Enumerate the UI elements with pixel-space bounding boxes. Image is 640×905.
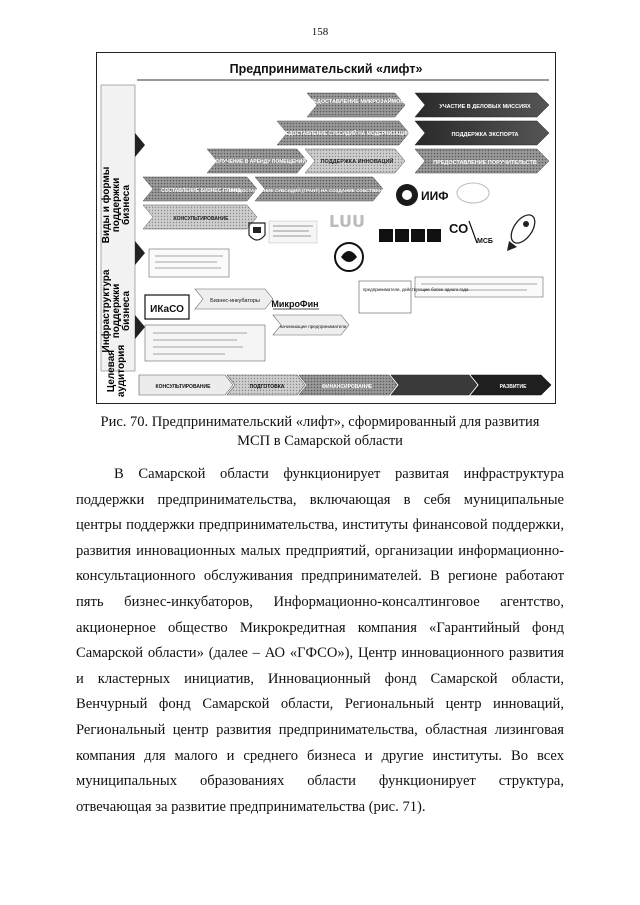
body-text: В Самарской области функционирует развит… — [76, 462, 564, 820]
arrow-premises-rent — [206, 148, 308, 174]
svg-text:Инфраструктура: Инфраструктура — [100, 269, 112, 352]
arrow-beginners — [272, 314, 350, 336]
faint-uu-logo: ᒪᑌᑌ — [329, 214, 365, 231]
caption-line-2: МСП в Самарской области — [237, 433, 403, 449]
arrow-business-plan — [142, 176, 258, 202]
arrow-microloans — [306, 92, 406, 118]
coat-of-arms-caption-box — [268, 220, 318, 244]
bottom-stage-3-label: ФИНАНСИРОВАНИЕ — [322, 384, 373, 390]
iif-logo-text: ИИФ — [421, 189, 449, 203]
innovation-center-logo-mark — [341, 251, 357, 262]
coat-of-arms-icon — [248, 222, 266, 241]
arrow-startup-grant — [254, 176, 384, 202]
page-number: 158 — [311, 26, 329, 38]
svg-text:Целевая: Целевая — [106, 350, 117, 392]
figure-title: Предпринимательский «лифт» — [230, 62, 423, 76]
arrow-modernization-label: ПРЕДОСТАВЛЕНИЕ СУБСИДИЙ НА МОДЕРНИЗАЦИЮ — [279, 129, 412, 137]
bottom-stage-2-label: ПОДГОТОВКА — [250, 384, 285, 390]
arrow-guarantees-label: ПРЕДОСТАВЛЕНИЕ ПОРУЧИТЕЛЬСТВ — [433, 160, 537, 166]
svg-text:поддержки: поддержки — [111, 284, 122, 339]
arrow-innovation-support-label: ПОДДЕРЖКА ИННОВАЦИЙ — [321, 157, 394, 165]
arrow-guarantees — [414, 148, 550, 174]
svg-text:Виды и формы: Виды и формы — [100, 167, 112, 244]
arrow-premises-rent-label: ПОЛУЧЕНИЕ В АРЕНДУ ПОМЕЩЕНИЙ — [212, 157, 306, 165]
side-label-support-types: Виды и формы поддержки бизнеса — [100, 167, 132, 244]
box-experienced-label: предприниматели, действующие более одног… — [363, 287, 469, 292]
audience-box — [144, 324, 266, 362]
bottom-stage-3 — [298, 374, 398, 396]
side-arrow-3 — [135, 315, 145, 339]
arrow-innovation-support — [304, 148, 406, 174]
side-label-infrastructure: Инфраструктура поддержки бизнеса — [100, 269, 132, 352]
bottom-stage-1 — [138, 374, 234, 396]
arrow-business-plan-label: СОСТАВЛЕНИЕ БИЗНЕС-ПЛАНА — [161, 188, 241, 194]
info-box-municipal — [148, 248, 230, 278]
arrow-modernization — [276, 120, 410, 146]
arrow-incubators-label: Бизнес-инкубаторы — [210, 298, 260, 304]
bottom-stage-5 — [470, 374, 552, 396]
side-arrow-1 — [135, 133, 145, 157]
arrow-microloans-label: ПРЕДОСТАВЛЕНИЕ МИКРОЗАЙМОВ — [306, 97, 405, 105]
bottom-stage-5-label: РАЗВИТИЕ — [500, 384, 527, 390]
figure-entrepreneurial-lift: Предпринимательский «лифт» Виды и формы … — [96, 52, 556, 404]
side-label-target-audience: Целевая аудитория — [106, 345, 127, 397]
svg-text:бизнеса: бизнеса — [120, 185, 132, 225]
arrow-export-support — [414, 120, 550, 146]
so-logo-slash — [468, 220, 478, 244]
ikaso-logo-frame — [144, 294, 190, 320]
side-column — [100, 84, 136, 372]
msb-logo-text: МСБ — [477, 238, 493, 245]
arrow-business-missions — [414, 92, 550, 118]
rocket-icon — [507, 214, 536, 251]
svg-text:аудитория: аудитория — [116, 345, 127, 397]
arrow-business-missions-label: УЧАСТИЕ В ДЕЛОВЫХ МИССИЯХ — [439, 104, 531, 110]
arrow-beginners-label: начинающие предприниматели — [280, 324, 347, 329]
figure-caption: Рис. 70. Предпринимательский «лифт», сфо… — [60, 413, 580, 451]
so-logo-text: СО — [449, 221, 468, 236]
bottom-stage-4 — [390, 374, 478, 396]
arrow-startup-grant-label: ПРЕДОСТАВЛЕНИЕ СУБСИДИЙ (ГРАНТ) НА СОЗДА… — [229, 186, 410, 193]
mikrofin-logo-text: МикроФин — [271, 299, 318, 309]
svg-text:бизнеса: бизнеса — [120, 291, 132, 331]
caption-line-1: Рис. 70. Предпринимательский «лифт», сфо… — [100, 414, 540, 430]
diagram-canvas: Предпринимательский «лифт» Виды и формы … — [100, 62, 552, 397]
info-box-support — [414, 276, 544, 298]
arrow-consulting-label: КОНСУЛЬТИРОВАНИЕ — [174, 216, 230, 222]
box-experienced — [358, 280, 412, 314]
body-paragraph: В Самарской области функционирует развит… — [76, 466, 564, 815]
bottom-stage-1-label: КОНСУЛЬТИРОВАНИЕ — [156, 384, 212, 390]
faint-logo — [456, 182, 490, 204]
arrow-export-support-label: ПОДДЕРЖКА ЭКСПОРТА — [451, 132, 518, 138]
gfso-logo — [379, 229, 441, 242]
svg-text:поддержки: поддержки — [111, 178, 122, 233]
ikaso-logo-text: ИКаСО — [150, 304, 184, 315]
bottom-stage-2 — [226, 374, 306, 396]
arrow-consulting — [142, 204, 258, 230]
iif-logo-core — [402, 190, 412, 200]
arrow-incubators — [194, 288, 274, 310]
side-arrow-2 — [135, 241, 145, 265]
